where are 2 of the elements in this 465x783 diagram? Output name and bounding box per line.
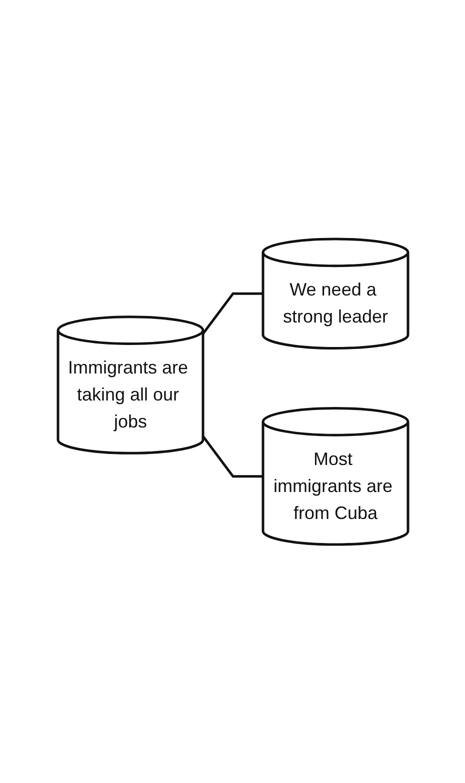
connector: [202, 435, 262, 478]
connector: [202, 292, 262, 334]
